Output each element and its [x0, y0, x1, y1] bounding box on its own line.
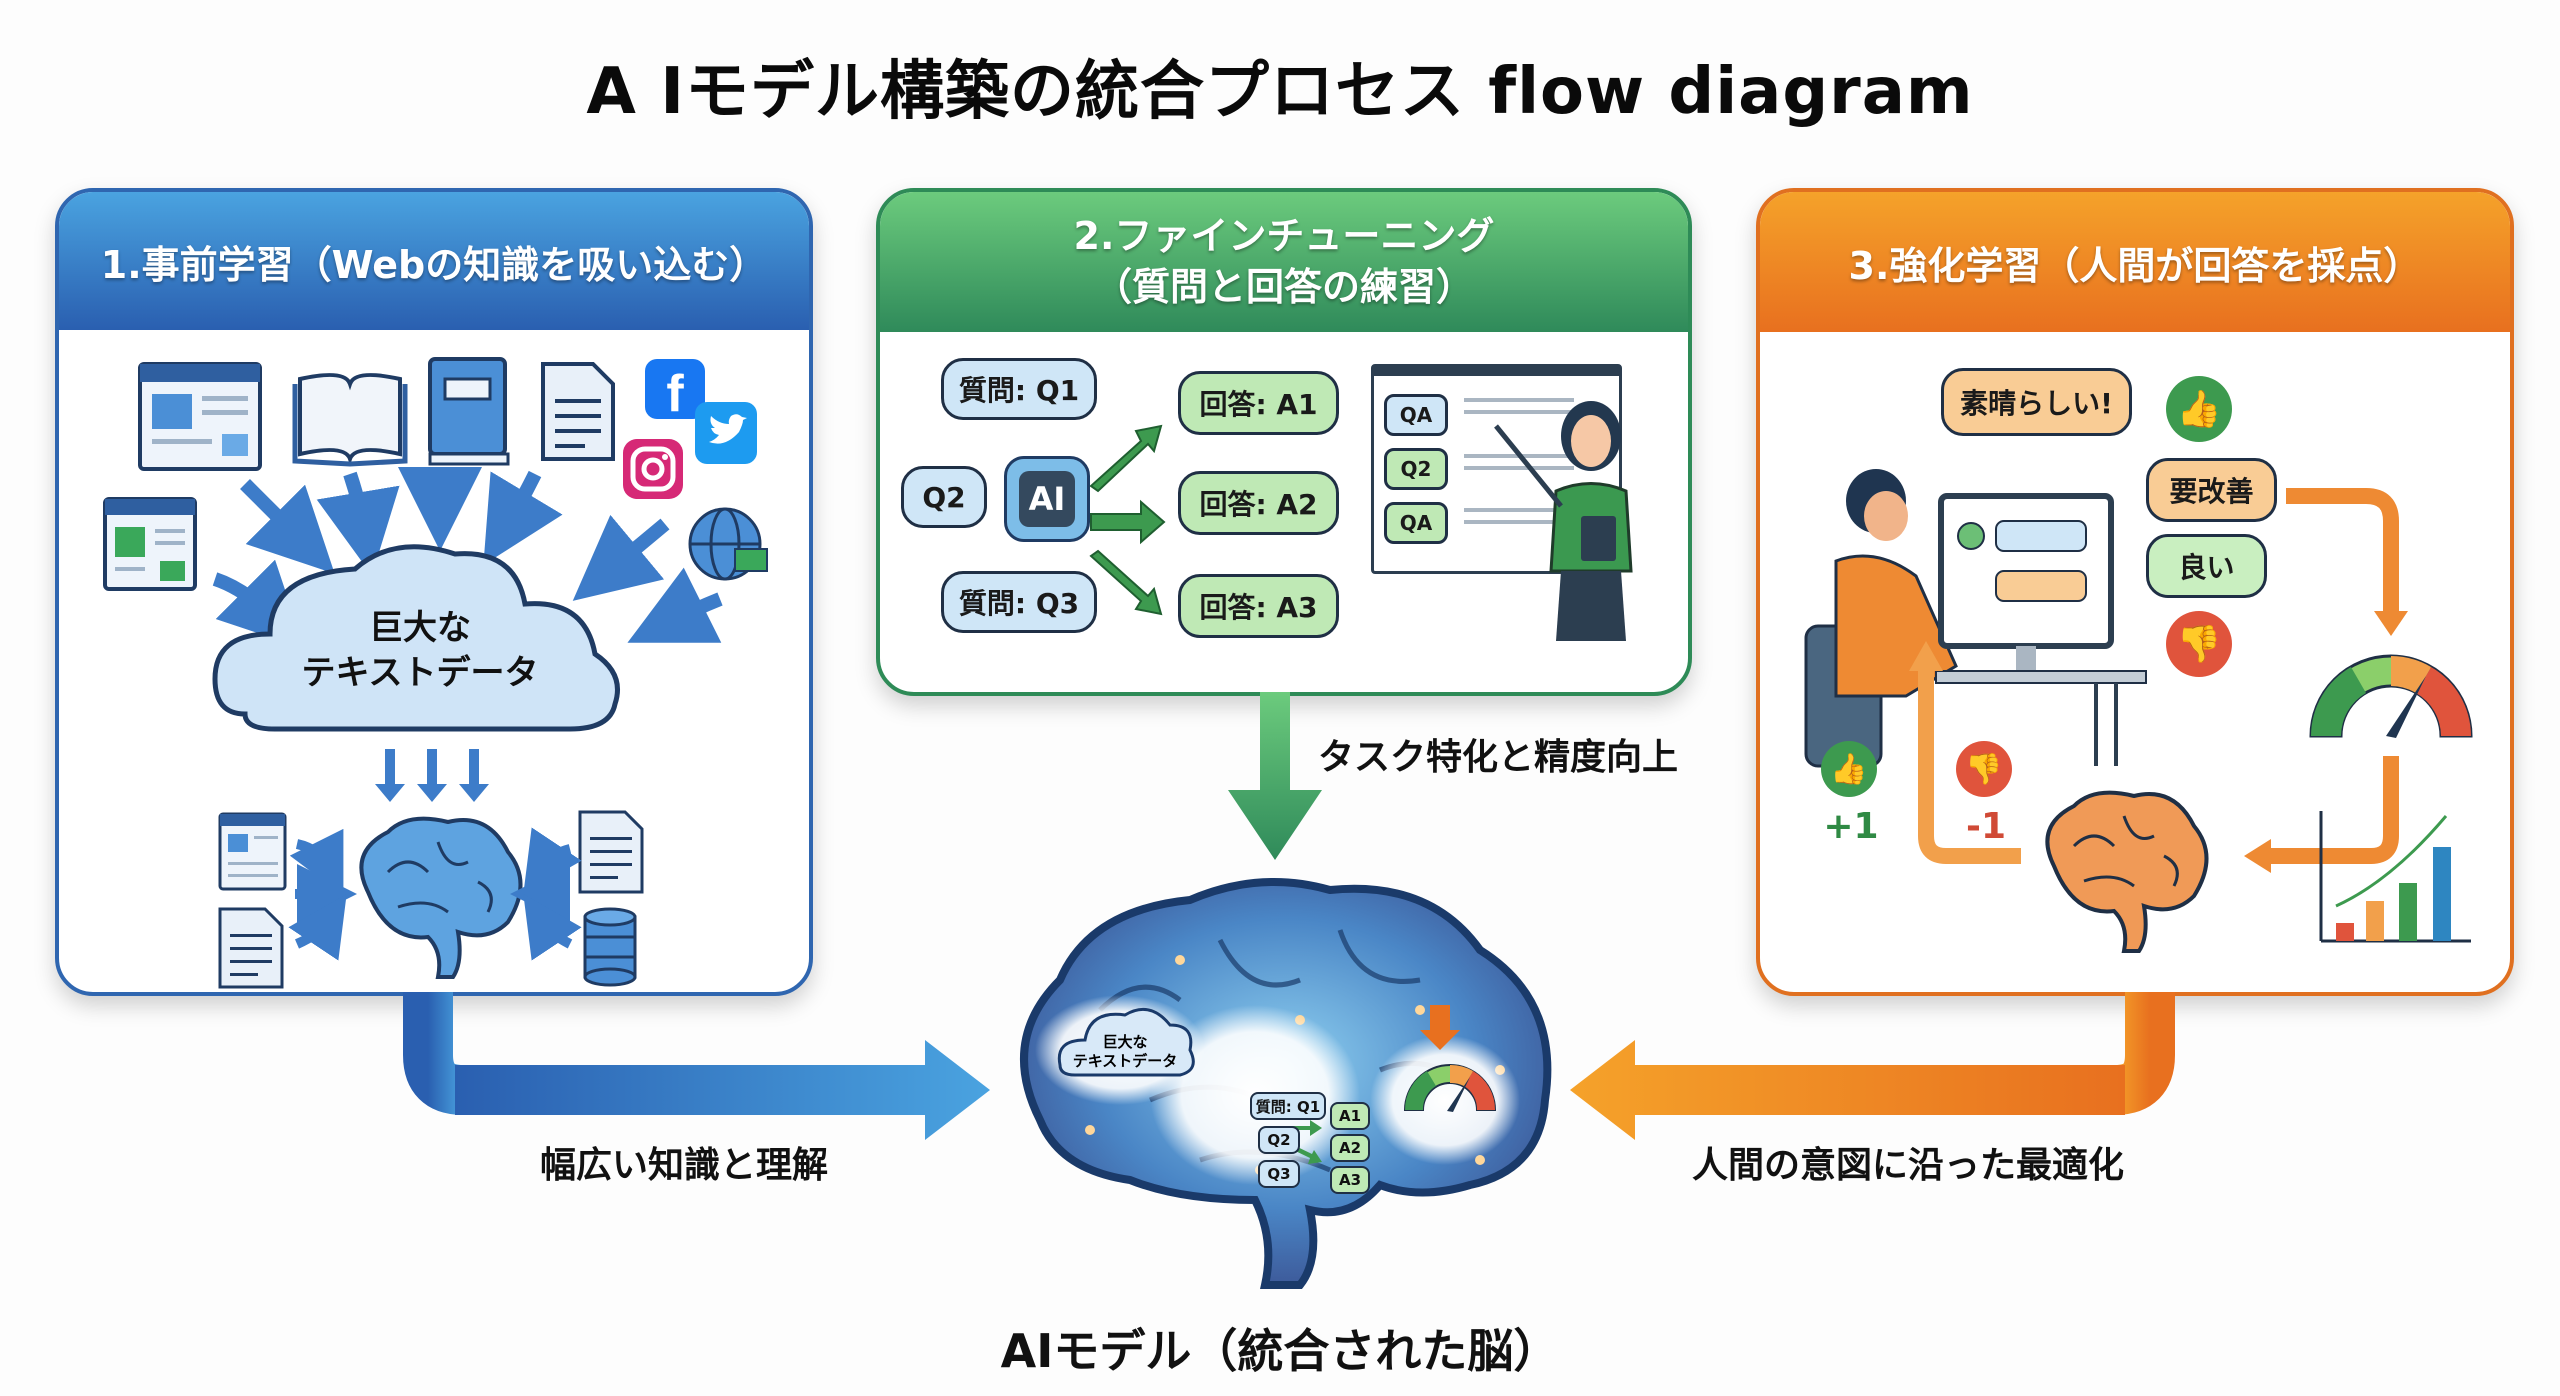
integrated-ai-brain: 巨大な テキストデータ 質問: Q1 Q2 Q3 A1 A2 A3	[1000, 870, 1570, 1290]
thumbs-down-icon: 👎	[1956, 741, 2012, 797]
stage2-finetuning-panel: 2.ファインチューニング （質問と回答の練習） 質問: Q1 Q2 質問: Q3…	[876, 188, 1692, 696]
question-bubble: 質問: Q1	[941, 358, 1097, 420]
growth-bar-chart-icon	[2319, 811, 2471, 943]
stage1-flow-arrow-head	[455, 1040, 990, 1140]
feedback-arrow-up	[1918, 666, 2021, 864]
stage2-header-line2: （質問と回答の練習）	[1093, 265, 1474, 309]
answer-bubble: 回答: A3	[1178, 574, 1339, 638]
open-book-icon	[292, 373, 408, 467]
gauge-icon	[2309, 654, 2473, 738]
board-item: Q2	[1384, 448, 1448, 490]
text-data-cloud: 巨大な テキストデータ	[212, 544, 620, 732]
ai-model-caption: AIモデル（統合された脳）	[1000, 1324, 1560, 1378]
stage3-header: 3.強化学習（人間が回答を採点）	[1760, 192, 2510, 332]
stage1-flow-label: 幅広い知識と理解	[540, 1145, 829, 1186]
brain-inflow-arrows	[288, 827, 582, 961]
cloud-text-line1: 巨大な	[369, 608, 471, 648]
thumbs-down-icon: 👎	[2166, 611, 2232, 677]
mini-answer: A1	[1330, 1102, 1370, 1130]
ai-chip-label: AI	[1019, 471, 1075, 527]
reward-minus-label: -1	[1966, 806, 2006, 847]
stage3-body: 素晴らしい! 👍 要改善 良い 👎	[1766, 336, 2504, 986]
stage2-header-line1: 2.ファインチューニング	[1073, 213, 1495, 258]
mini-cloud-text-line1: 巨大な	[1102, 1033, 1147, 1051]
ai-chip-icon: AI	[1004, 456, 1090, 542]
stage1-body: f	[65, 334, 803, 989]
mini-cloud-text-line2: テキストデータ	[1073, 1052, 1178, 1070]
svg-text:f: f	[666, 365, 684, 423]
web-page-icon	[103, 497, 197, 591]
stage2-flow-arrow	[1228, 692, 1322, 860]
answer-bubble: 回答: A2	[1178, 471, 1339, 535]
page-title: A Iモデル構築の統合プロセス flow diagram	[586, 55, 1974, 129]
stage2-body: 質問: Q1 Q2 質問: Q3 AI 回答: A1 回答: A2 回答: A3…	[886, 336, 1682, 686]
database-icon	[583, 907, 637, 987]
stage1-header: 1.事前学習（Webの知識を吸い込む）	[59, 192, 809, 330]
stage1-pretraining-panel: 1.事前学習（Webの知識を吸い込む）	[55, 188, 813, 996]
stage2-flow-label: タスク特化と精度向上	[1318, 737, 1679, 778]
facebook-icon: f	[645, 359, 705, 423]
stage3-flow-label: 人間の意図に沿った最適化	[1692, 1145, 2125, 1186]
mini-cloud-icon	[1057, 1007, 1195, 1077]
stage2-header: 2.ファインチューニング （質問と回答の練習）	[880, 192, 1688, 332]
mini-gauge-icon	[1403, 1064, 1497, 1112]
mini-answer: A3	[1330, 1166, 1370, 1194]
book-icon	[428, 357, 510, 466]
mini-question: 質問: Q1	[1250, 1092, 1326, 1120]
mini-question: Q3	[1258, 1160, 1300, 1188]
whiteboard: QA Q2 QA	[1371, 364, 1622, 574]
reward-loop-illustration	[1909, 488, 2473, 953]
mini-answer: A2	[1330, 1134, 1370, 1162]
mini-down-arrow	[1420, 1005, 1460, 1050]
thumbs-up-icon: 👍	[2166, 376, 2232, 442]
brain-icon	[359, 816, 523, 979]
feedback-bubble-good: 良い	[2146, 534, 2267, 598]
board-text-lines	[1464, 398, 1574, 402]
stage3-rlhf-panel: 3.強化学習（人間が回答を採点） 素晴らしい! 👍 要改善 良い 👎	[1756, 188, 2514, 996]
instagram-icon	[623, 439, 683, 499]
feedback-bubble-great: 素晴らしい!	[1941, 368, 2132, 436]
twitter-icon	[695, 402, 757, 464]
inflow-arrows	[212, 467, 723, 649]
document-icon	[541, 362, 615, 461]
question-bubble: Q2	[901, 466, 987, 528]
stage3-flow-arrow-head	[1570, 1040, 2125, 1140]
integrated-brain-icon: 巨大な テキストデータ	[1020, 878, 1552, 1289]
stage1-illustration: f	[103, 357, 768, 989]
document-icon	[218, 907, 284, 989]
to-gauge-arrow	[2286, 488, 2399, 616]
reward-plus-label: +1	[1823, 806, 1879, 847]
globe-icon	[688, 507, 768, 581]
cloud-text-line2: テキストデータ	[302, 653, 539, 693]
board-item: QA	[1384, 394, 1448, 436]
answer-bubble: 回答: A1	[1178, 371, 1339, 435]
web-page-icon	[218, 812, 287, 891]
thumbs-up-icon: 👍	[1821, 741, 1877, 797]
question-bubble: 質問: Q3	[941, 571, 1097, 633]
mini-question: Q2	[1258, 1126, 1300, 1154]
feedback-bubble-needs-improvement: 要改善	[2146, 458, 2277, 522]
teacher-figure	[1494, 401, 1633, 641]
board-item: QA	[1384, 502, 1448, 544]
web-page-icon	[138, 362, 262, 471]
to-brain-arrow	[2266, 756, 2399, 864]
answer-arrows	[1089, 424, 1166, 616]
brain-icon	[2045, 790, 2209, 953]
down-arrows	[375, 749, 489, 802]
